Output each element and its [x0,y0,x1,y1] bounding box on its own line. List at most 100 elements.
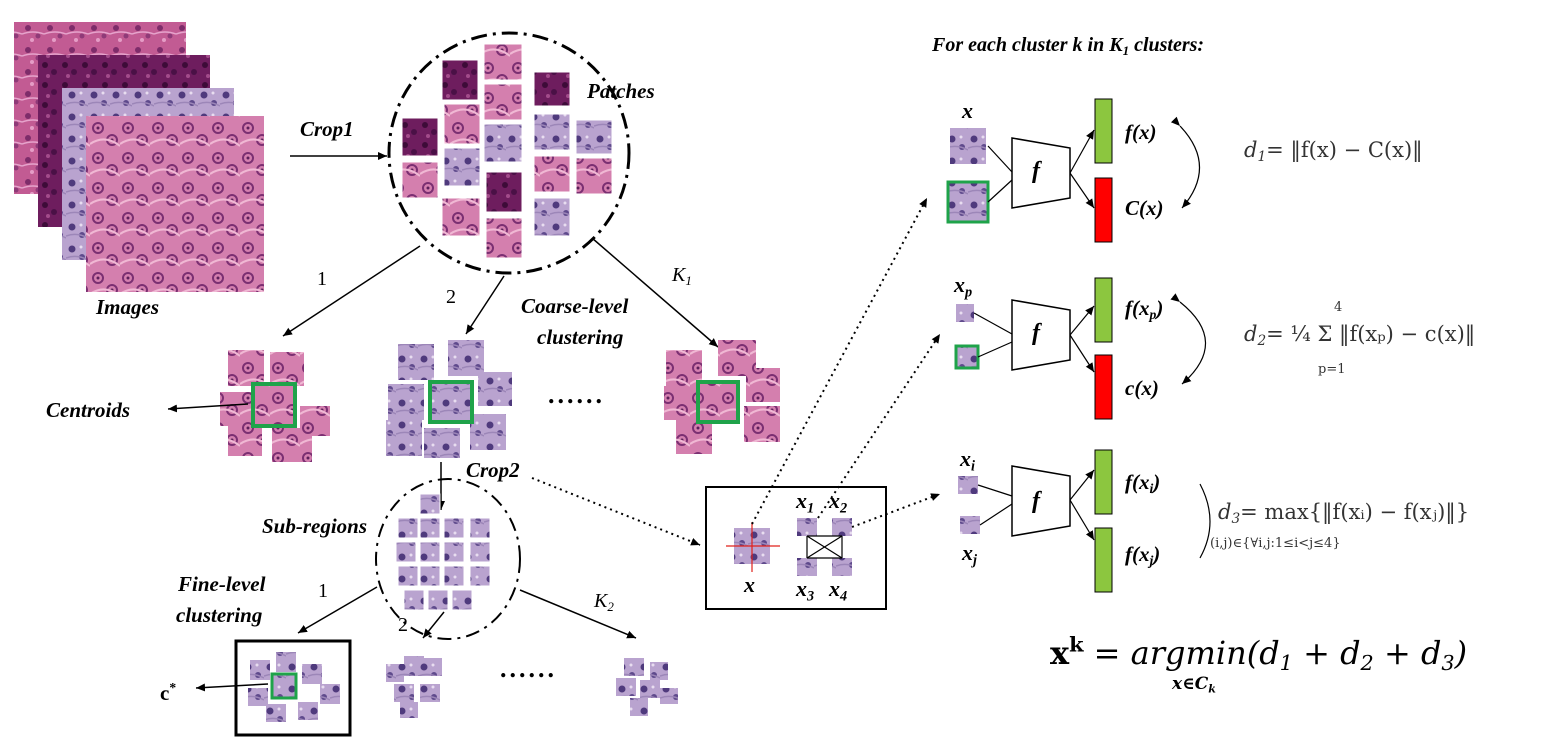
branch-2-arrow [465,275,505,335]
row1-feature-bottom [1094,177,1113,243]
row2-encoder [1011,299,1071,371]
subregion-tile [395,541,417,563]
centroid-box-k1 [696,380,740,424]
branch-1-label: 1 [317,268,327,290]
row1-x-patch [950,128,986,164]
sample-x-label: x [744,572,755,597]
patch-tile [441,197,481,237]
patch-tile [401,161,439,199]
crop2-label: Crop2 [466,458,520,482]
row2-output-bottom: c(x) [1125,376,1159,400]
c-star-arrow [195,683,269,692]
row2-encoder-label: f [1032,320,1040,346]
dotted-arrow-row2 [817,333,941,519]
patch-tile [533,197,571,237]
fine-branch-2-label: 2 [398,614,408,636]
row3-encoder-label: f [1032,488,1040,514]
sample-x3-patch [797,558,817,576]
patch-tile [401,117,439,157]
row2-feature-top [1094,277,1113,343]
branch-2-label: 2 [446,286,456,308]
d2-sum-top: 4 [1334,300,1343,315]
patch-tile [575,157,613,195]
row3-feature-bottom [1094,527,1113,593]
patch-tile [575,119,613,155]
row1-output-bottom: C(x) [1125,196,1164,220]
subregion-tile [469,565,491,587]
dotted-arrow-row1 [751,197,928,525]
subregion-tile [419,493,441,515]
patch-tile [483,83,523,121]
sample-x3-label: x3 [796,576,815,605]
row1-input-label: x [962,98,973,123]
branch-1-arrow [282,245,421,337]
sample-x2-label: x2 [829,488,848,517]
dotted-arrow-row3 [851,493,941,528]
fine-centroid-box [270,672,298,700]
subregion-tile [403,589,425,611]
fine-branch-k2-label: K2 [594,590,614,614]
fine-cluster-1 [248,652,340,722]
row3-input-top-label: xi [960,446,975,475]
patch-tile [533,155,571,193]
sample-x1-label: x1 [796,488,815,517]
subregion-tile [443,517,465,539]
patch-tile [533,71,571,107]
image-4 [86,116,264,292]
fine-branch-k2-arrow [519,589,637,639]
row3-input-bottom-label: xj [962,540,977,569]
row1-feature-top [1094,98,1113,164]
sample-x2-patch [832,518,852,536]
patch-tile [443,103,481,145]
patches-label: Patches [587,79,655,103]
fine-branch-1-arrow [297,586,378,634]
patch-tile [443,147,481,187]
fine-ellipsis: ...... [500,654,557,683]
subregions-circle [375,478,521,640]
patch-tile [485,171,523,213]
fine-label-2: clustering [176,603,263,627]
row1-centroid-patch [946,180,990,224]
patch-tile [441,59,479,101]
d2-sum-bottom: p=1 [1318,362,1346,377]
row2-output-top: f(xp) [1125,296,1164,323]
coarse-ellipsis: ...... [548,380,605,409]
subregion-tile [443,565,465,587]
row2-xp-patch [956,304,974,322]
row2-feature-bottom [1094,354,1113,420]
c-star-label: c* [160,680,177,706]
row2-input-label: xp [954,272,973,301]
sample-x1-patch [797,518,817,536]
row-1-pipeline [946,98,1201,243]
branch-k1-arrow [591,237,719,348]
sample-x4-label: x4 [829,576,848,605]
subregion-tile [443,541,465,563]
row1-encoder [1011,137,1071,209]
row3-encoder [1011,465,1071,537]
subregion-tile [451,589,473,611]
centroids-label: Centroids [46,398,131,422]
images-label: Images [96,295,159,319]
centroid-box-1 [251,382,297,428]
subregion-tile [419,565,441,587]
row3-xj-patch [960,516,980,534]
fine-branch-1-label: 1 [318,580,328,602]
fine-branch-2-arrow [422,611,445,639]
row2-centroid-patch [954,344,980,370]
d2-formula: d2= ¼ Σ ‖f(xₚ) − c(x)‖ [1244,322,1476,350]
d1-formula: d1= ‖f(x) − C(x)‖ [1244,138,1423,166]
d3-constraint: (i,j)∈{∀i,j:1≤i<j≤4} [1210,536,1341,551]
subregions-label: Sub-regions [262,514,368,538]
patch-tile [483,43,523,81]
subregion-tile [419,517,441,539]
patches-circle [387,31,631,275]
centroid-box-2 [428,380,474,424]
sample-x4-patch [832,558,852,576]
patch-tile [485,217,523,259]
pair-connections [806,535,843,559]
row3-feature-top [1094,449,1113,515]
fine-cluster-1-box [234,639,352,737]
subregion-tile [427,589,449,611]
